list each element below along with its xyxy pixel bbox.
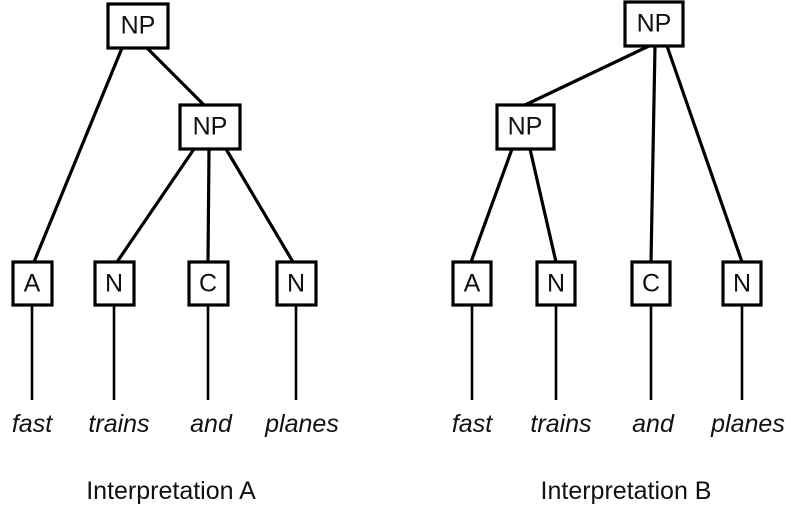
tree-edge-np_root-to-pos_n2	[665, 45, 744, 263]
node-tree-a-np_root[interactable]: NP	[106, 2, 170, 50]
node-tree-b-pos_n2[interactable]: N	[721, 260, 763, 307]
leaf-word-word_and: and	[632, 410, 675, 438]
node-tree-b-pos_c[interactable]: C	[630, 260, 672, 307]
node-box-np_root	[623, 0, 685, 48]
node-box-pos_a	[11, 260, 54, 307]
node-label-pos_n2: N	[733, 270, 751, 298]
leaf-word-word_fast: fast	[12, 410, 53, 438]
tree-edge-np_sub-to-pos_a	[469, 148, 514, 263]
tree-edge-np_root-to-np_sub	[524, 44, 650, 107]
node-label-pos_n1: N	[105, 270, 123, 298]
tree-edge-np_root-to-np_sub	[145, 46, 206, 107]
node-label-pos_a: A	[24, 270, 41, 298]
tree-edge-np_sub-to-pos_n1	[528, 148, 558, 263]
node-tree-a-pos_a[interactable]: A	[11, 260, 54, 307]
leaf-word-word_trains: trains	[530, 410, 591, 438]
leaf-word-word_planes: planes	[710, 410, 785, 438]
leaf-word-word_trains: trains	[88, 410, 149, 438]
node-tree-b-np_sub[interactable]: NP	[495, 103, 556, 151]
node-box-np_sub	[178, 103, 242, 151]
tree-edge-np_root-to-pos_c	[649, 45, 657, 263]
node-tree-a-pos_n2[interactable]: N	[275, 260, 318, 307]
node-box-np_sub	[495, 103, 556, 151]
node-label-np_root: NP	[637, 10, 672, 38]
node-box-np_root	[106, 2, 170, 50]
node-label-pos_c: C	[199, 270, 217, 298]
node-tree-b-pos_a[interactable]: A	[451, 260, 493, 307]
node-box-pos_c	[630, 260, 672, 307]
tree-caption-tree-b: Interpretation B	[541, 477, 712, 505]
leaf-word-word_planes: planes	[264, 410, 339, 438]
node-label-np_root: NP	[121, 12, 156, 40]
node-tree-b-pos_n1[interactable]: N	[535, 260, 577, 307]
node-tree-a-pos_c[interactable]: C	[187, 260, 230, 307]
node-box-pos_n1	[93, 260, 136, 307]
node-box-pos_n1	[535, 260, 577, 307]
node-tree-a-np_sub[interactable]: NP	[178, 103, 242, 151]
node-box-pos_n2	[721, 260, 763, 307]
node-label-pos_c: C	[642, 270, 660, 298]
tree-caption-tree-a: Interpretation A	[86, 477, 256, 505]
node-label-pos_a: A	[464, 270, 481, 298]
node-box-pos_a	[451, 260, 493, 307]
tree-edge-np_sub-to-pos_c	[206, 148, 211, 263]
tree-edge-np_sub-to-pos_n2	[224, 148, 295, 263]
node-box-pos_c	[187, 260, 230, 307]
node-label-np_sub: NP	[508, 113, 543, 141]
tree-edge-np_sub-to-pos_n1	[115, 148, 196, 263]
node-box-pos_n2	[275, 260, 318, 307]
node-tree-a-pos_n1[interactable]: N	[93, 260, 136, 307]
leaf-word-word_and: and	[190, 410, 233, 438]
node-label-np_sub: NP	[193, 113, 228, 141]
node-label-pos_n1: N	[547, 270, 565, 298]
leaf-word-word_fast: fast	[452, 410, 493, 438]
tree-edge-np_root-to-pos_a	[32, 47, 124, 263]
node-tree-b-np_root[interactable]: NP	[623, 0, 685, 48]
node-label-pos_n2: N	[287, 270, 305, 298]
